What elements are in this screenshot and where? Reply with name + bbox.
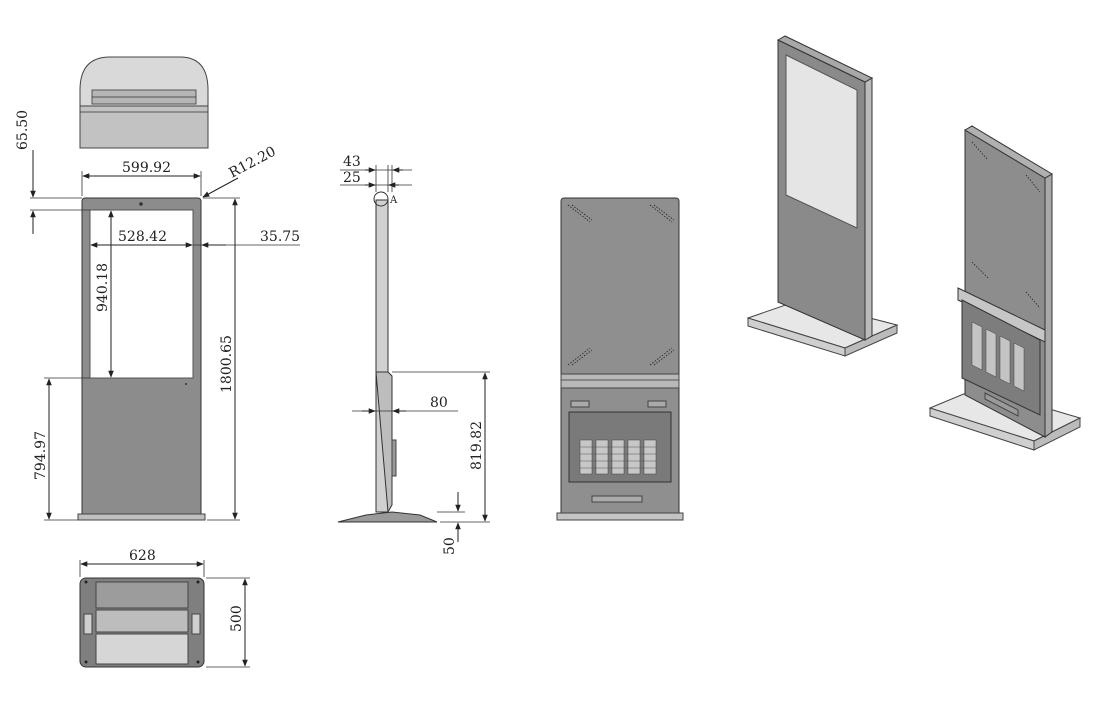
iso-front-view	[746, 35, 899, 357]
dim-radius: R12.20	[226, 144, 278, 182]
dim-side-43: 43	[343, 154, 361, 170]
dim-screen-width: 528.42	[118, 229, 167, 245]
dim-lower-height: 794.97	[33, 431, 49, 480]
dim-side-lower: 819.82	[469, 421, 485, 470]
rear-view	[556, 197, 684, 521]
detail-a-label: A	[389, 195, 398, 206]
dim-depth-top: 65.50	[15, 110, 31, 150]
dim-side-margin: 35.75	[260, 229, 300, 245]
base-dimensions: 628 500	[79, 548, 250, 668]
front-dimensions: 599.92 R12.20 65.50 528.42 35.75 940.18 …	[15, 110, 300, 521]
dim-base-height: 50	[442, 537, 458, 555]
dim-base-depth: 500	[229, 605, 245, 632]
dim-side-25: 25	[343, 170, 361, 186]
dim-total-height: 1800.65	[219, 335, 235, 393]
top-view	[79, 56, 209, 149]
base-view	[79, 577, 205, 668]
dim-screen-height: 940.18	[95, 263, 111, 312]
side-view: A	[337, 191, 438, 523]
dim-side-80: 80	[430, 395, 448, 411]
dim-base-width: 628	[129, 548, 156, 564]
dim-width-top: 599.92	[122, 160, 171, 176]
front-view	[77, 197, 206, 521]
side-dimensions: 43 25 80 819.82 50	[340, 154, 490, 555]
iso-rear-view	[928, 125, 1082, 451]
